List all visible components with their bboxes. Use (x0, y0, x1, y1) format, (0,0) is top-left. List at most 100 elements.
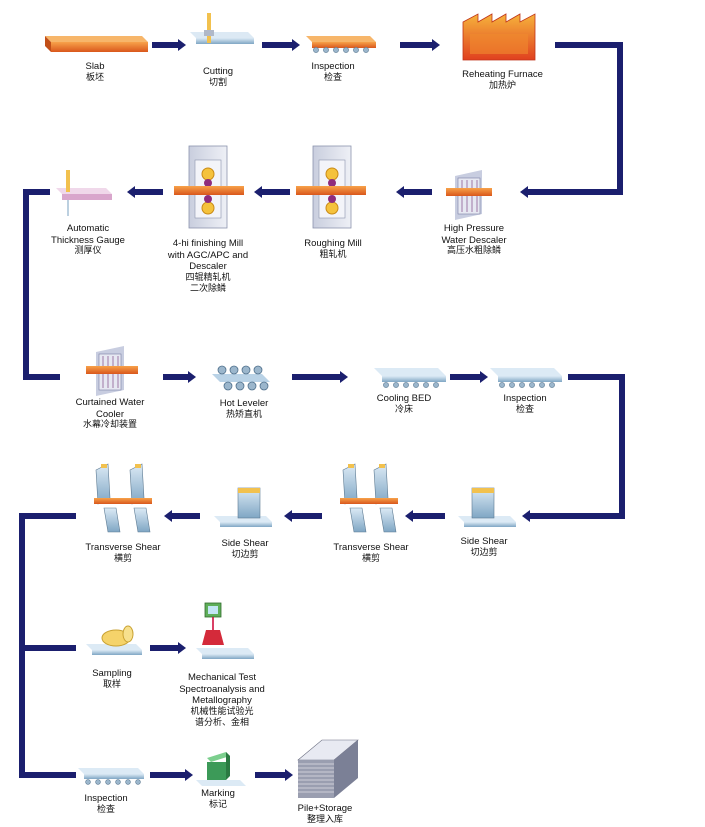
label-zh-line: 切边剪 (231, 549, 259, 560)
label-zh-line: 横剪 (113, 553, 132, 564)
hot-leveler-icon (212, 365, 270, 391)
label-zh-line: 整理入库 (306, 814, 343, 825)
label-en-line: Cooler (96, 408, 124, 420)
transverse-shear-icon (340, 463, 398, 533)
arrowhead-left (396, 186, 404, 198)
arrowhead-left (164, 510, 172, 522)
thickness-gauge-icon (56, 170, 112, 216)
label-en-line: Inspection (503, 393, 547, 404)
arrowhead-right (178, 39, 186, 51)
label-zh-line: 冷床 (394, 404, 413, 415)
label-en-line: Inspection (311, 61, 355, 72)
mechanical-test-icon (196, 602, 254, 659)
label-en-line: Metallography (192, 695, 252, 706)
arrowhead-right (285, 769, 293, 781)
label-en-line: Spectroanalysis and (179, 683, 265, 695)
label-en-line: Marking (201, 788, 235, 799)
flow-arrowheads (127, 39, 530, 781)
label-en-line: Transverse Shear (333, 542, 409, 553)
label-zh-line: 切边剪 (470, 547, 498, 558)
arrowhead-right (432, 39, 440, 51)
arrowhead-left (522, 510, 530, 522)
arrowhead-left (405, 510, 413, 522)
label-zh-line: 板坯 (85, 72, 104, 83)
label-zh-line: 标记 (208, 799, 227, 810)
label-en-line: Roughing Mill (304, 238, 362, 249)
arrowhead-right (292, 39, 300, 51)
arrowhead-left (520, 186, 528, 198)
label-en-line: Cutting (202, 66, 234, 77)
label-en-line: Thickness Gauge (51, 234, 125, 246)
arrowhead-left (254, 186, 262, 198)
label-en-line: Reheating Furnace (462, 69, 543, 80)
inspection-rollers-icon (490, 368, 562, 388)
label-zh-line: 热矫直机 (225, 409, 262, 420)
cooling-bed-icon (374, 368, 446, 388)
transverse-shear-icon (94, 463, 152, 533)
label-en-line: Slab (85, 61, 105, 72)
connector-loop-right-2 (530, 374, 625, 519)
water-cooler-icon (86, 346, 138, 396)
descaler-icon (446, 170, 492, 220)
pile-storage-icon (297, 739, 359, 798)
reheating-furnace-icon (462, 13, 536, 61)
label-zh-line: 切割 (208, 77, 227, 88)
slab-icon (45, 36, 148, 52)
marking-icon (196, 752, 246, 786)
label-en-line: Transverse Shear (85, 542, 161, 553)
label-zh-line: 检查 (96, 804, 115, 815)
label-zh-line: 四辊精轧机 (185, 272, 231, 283)
label-en-line: Descaler (189, 261, 227, 272)
arrowhead-right (178, 642, 186, 654)
inspection-rollers-icon (306, 36, 376, 53)
side-shear-icon (458, 487, 516, 527)
connector-loop-right-1 (528, 42, 623, 195)
arrowhead-right (480, 371, 488, 383)
sampling-icon (86, 625, 142, 655)
label-en-line: Hot Leveler (219, 398, 269, 409)
label-zh-line: 高压水粗除鳞 (446, 246, 501, 256)
label-zh-line: 横剪 (361, 553, 380, 564)
inspection-rollers-icon (78, 768, 144, 785)
finishing-mill-icon (174, 145, 244, 229)
label-zh-line: 水幕冷却装置 (82, 420, 137, 430)
label-en-line: Automatic (66, 223, 110, 234)
label-zh-line: 谱分析、金相 (194, 718, 249, 728)
cutting-icon (190, 13, 254, 44)
label-zh-line: 检查 (515, 404, 534, 415)
label-en-line: Side Shear (460, 536, 508, 547)
label-zh-line: 粗轧机 (319, 249, 347, 260)
label-en-line: Side Shear (221, 538, 269, 549)
arrowhead-right (340, 371, 348, 383)
label-zh-line: 二次除鳞 (189, 284, 226, 294)
label-zh-line: 加热炉 (488, 80, 516, 91)
label-en-line: Curtained Water (75, 397, 145, 408)
label-en-line: Inspection (84, 793, 128, 804)
label-en-line: Sampling (92, 668, 132, 679)
label-zh-line: 测厚仪 (74, 246, 102, 256)
label-en-line: Mechanical Test (188, 672, 256, 683)
arrowhead-left (127, 186, 135, 198)
label-zh-line: 检查 (323, 72, 342, 83)
